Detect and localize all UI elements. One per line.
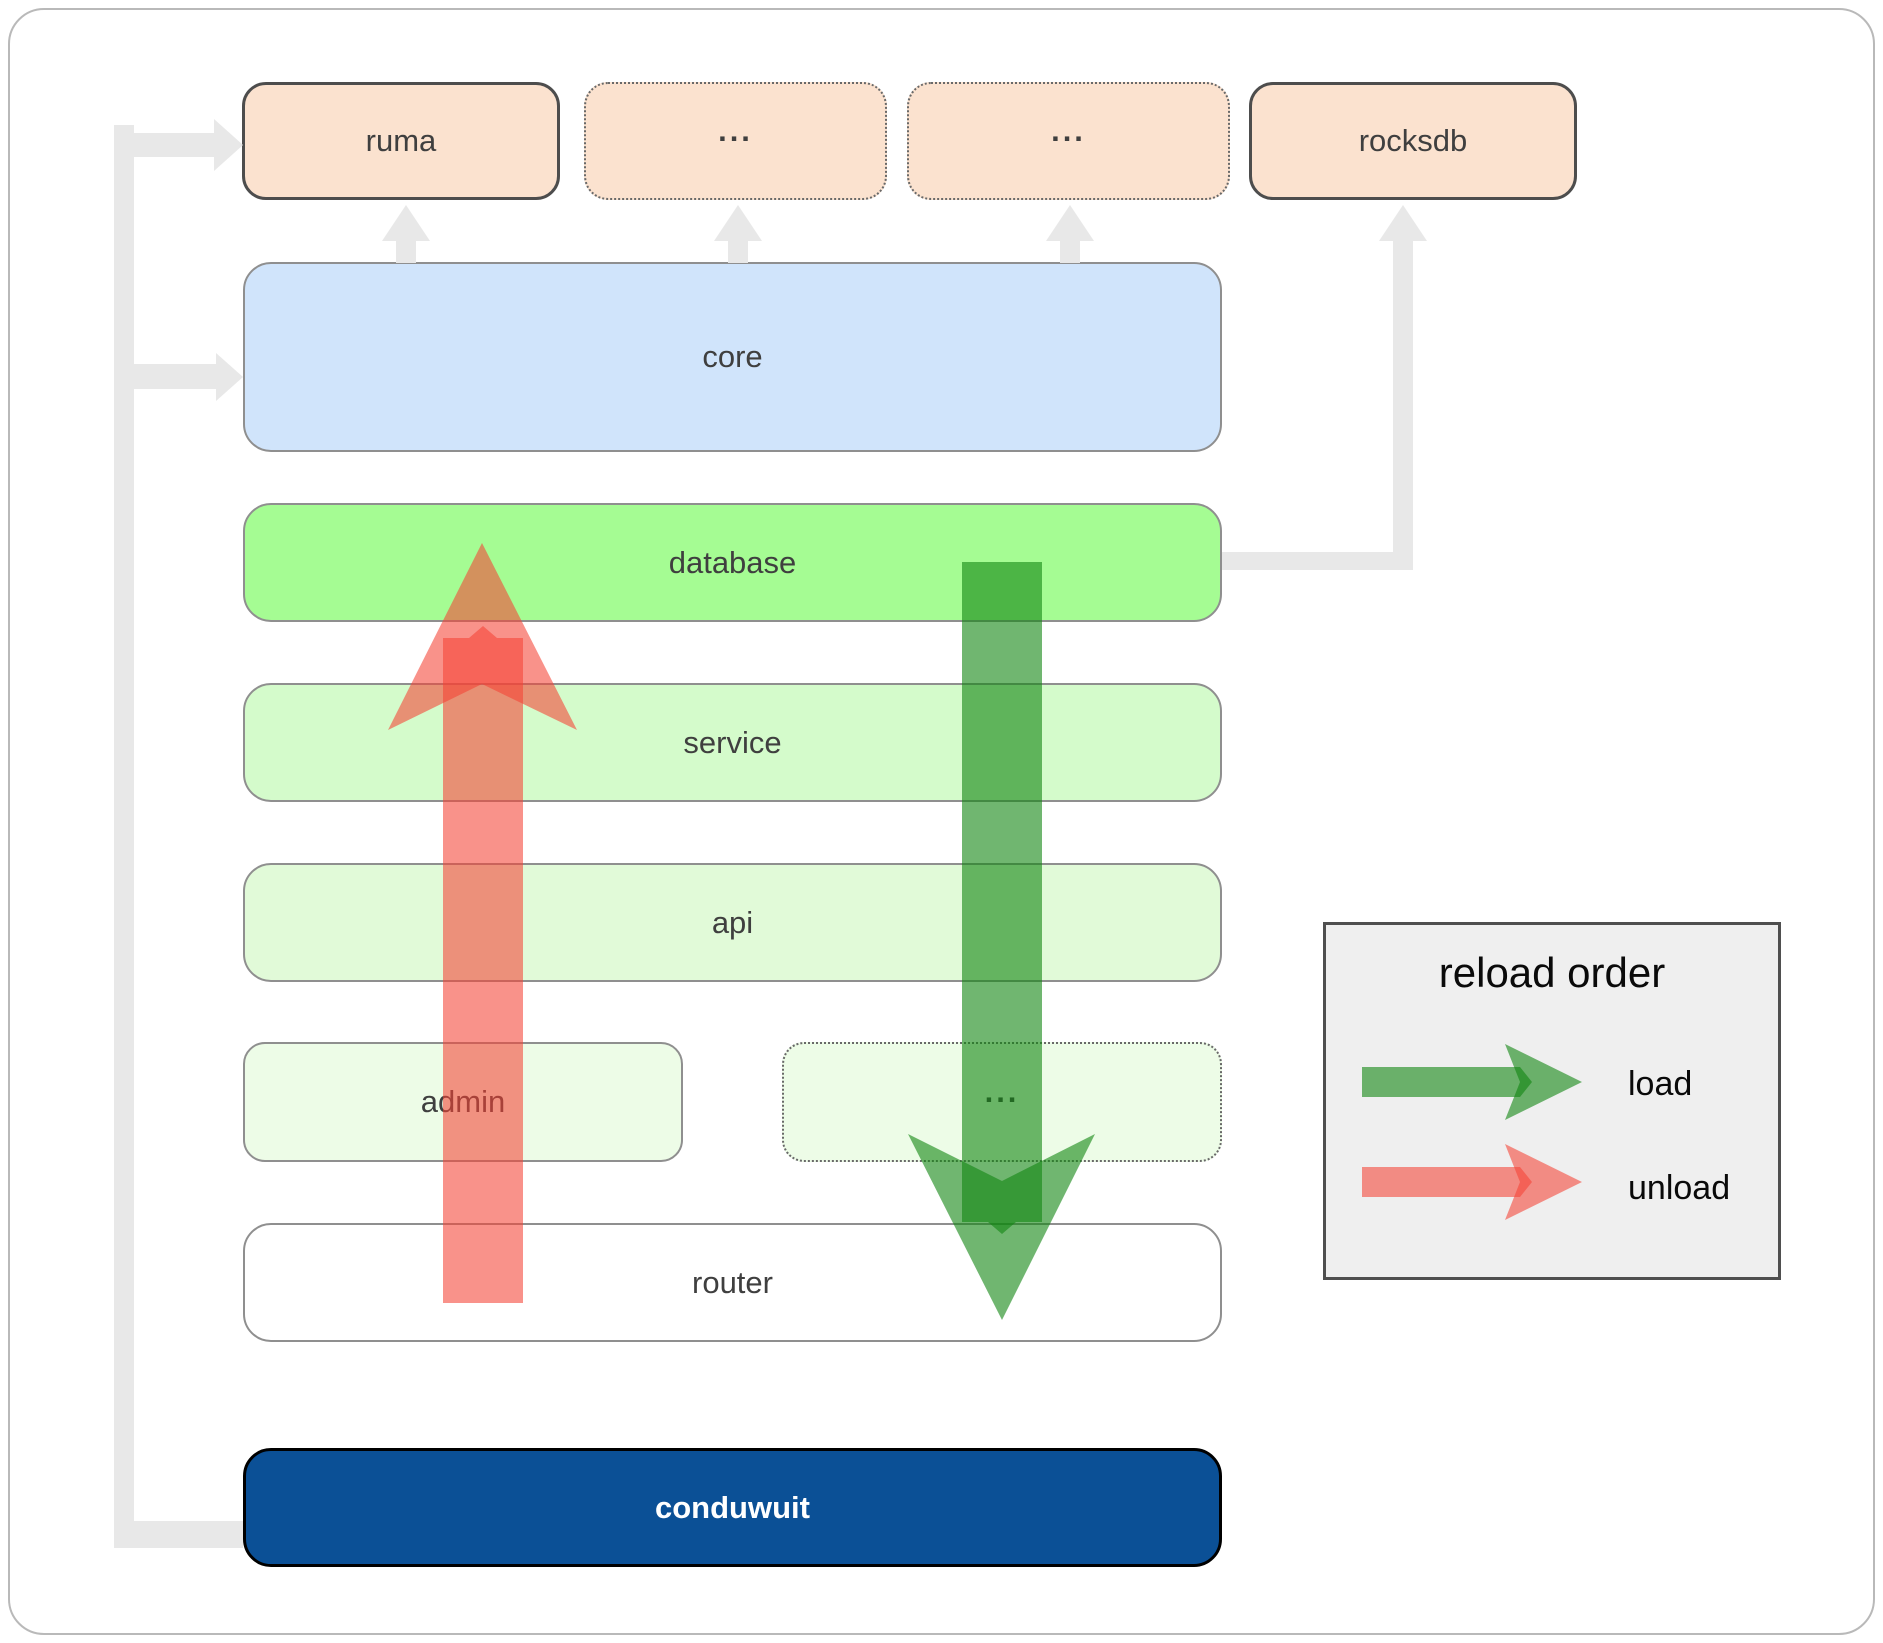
box-external-2: ... bbox=[907, 82, 1230, 200]
box-admin-more: ... bbox=[782, 1042, 1222, 1162]
box-router: router bbox=[243, 1223, 1222, 1342]
box-admin: admin bbox=[243, 1042, 683, 1162]
box-database-label: database bbox=[668, 544, 797, 580]
box-admin-label: admin bbox=[420, 1084, 506, 1119]
box-external-2-label: ... bbox=[1051, 112, 1086, 148]
box-rocksdb: rocksdb bbox=[1249, 82, 1577, 200]
legend-load-label: load bbox=[1628, 1065, 1693, 1103]
box-api-label: api bbox=[711, 904, 754, 940]
box-ruma-label: ruma bbox=[365, 123, 437, 158]
box-conduwuit: conduwuit bbox=[243, 1448, 1222, 1567]
box-external-1: ... bbox=[584, 82, 887, 200]
legend-unload-label: unload bbox=[1628, 1169, 1731, 1207]
box-core-label: core bbox=[702, 339, 763, 374]
box-router-label: router bbox=[692, 1264, 773, 1300]
box-service-label: service bbox=[683, 724, 782, 760]
diagram-outer-frame bbox=[8, 8, 1875, 1635]
box-database: database bbox=[243, 503, 1222, 622]
box-conduwuit-label: conduwuit bbox=[655, 1489, 810, 1525]
box-core: core bbox=[243, 262, 1222, 452]
box-ruma: ruma bbox=[242, 82, 560, 200]
box-service: service bbox=[243, 683, 1222, 802]
box-admin-more-label: ... bbox=[984, 1073, 1020, 1109]
legend-reload-order: reload order load unload bbox=[1323, 922, 1781, 1280]
box-api: api bbox=[243, 863, 1222, 982]
legend-title: reload order bbox=[1438, 949, 1666, 996]
box-external-1-label: ... bbox=[718, 112, 753, 148]
box-rocksdb-label: rocksdb bbox=[1358, 123, 1468, 158]
